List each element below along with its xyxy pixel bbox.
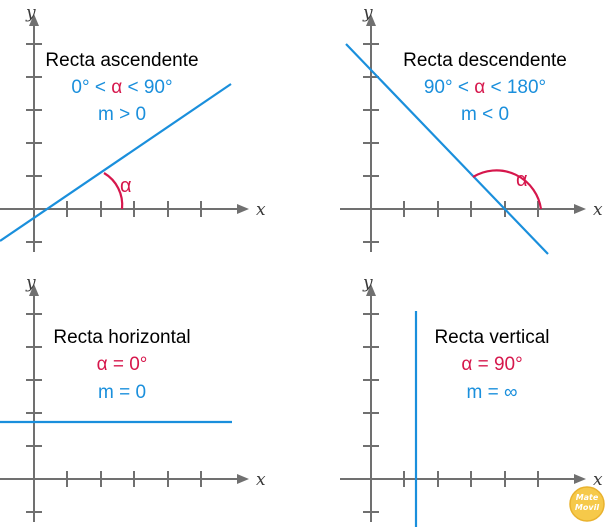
y-axis-arrow-icon bbox=[29, 284, 39, 296]
x-axis-arrow-icon bbox=[237, 204, 249, 214]
slope-condition: m = 0 bbox=[98, 382, 146, 403]
panel-horizontal: y x Recta horizontal α = 0° m = 0 bbox=[0, 273, 266, 522]
y-axis-arrow-icon bbox=[366, 284, 376, 296]
y-axis-arrow-icon bbox=[29, 14, 39, 26]
y-ticks bbox=[363, 313, 379, 513]
logo-text-line1: Mate bbox=[576, 493, 599, 502]
x-axis-arrow-icon bbox=[574, 474, 586, 484]
slope-condition: m < 0 bbox=[461, 104, 509, 125]
y-axis-label: y bbox=[362, 273, 373, 293]
y-axis-label: y bbox=[362, 3, 373, 23]
angle-arc bbox=[103, 172, 124, 210]
y-ticks bbox=[26, 43, 42, 243]
panel-descending: y x α Recta descendente 90° < α < 180° m… bbox=[340, 3, 603, 255]
x-axis-label: x bbox=[256, 200, 266, 220]
y-ticks bbox=[26, 313, 42, 513]
angle-condition: α = 0° bbox=[97, 354, 148, 375]
panel-title: Recta vertical bbox=[434, 327, 549, 348]
x-axis-label: x bbox=[256, 470, 266, 490]
descending-line bbox=[345, 43, 549, 255]
x-axis-label: x bbox=[593, 470, 603, 490]
angle-condition: α = 90° bbox=[461, 354, 522, 375]
x-ticks bbox=[403, 201, 539, 217]
panel-title: Recta ascendente bbox=[45, 50, 198, 71]
angle-label: α bbox=[516, 169, 528, 191]
ascending-line bbox=[0, 83, 232, 242]
angle-label: α bbox=[120, 175, 132, 197]
panel-ascending: y x α Recta ascendente 0° < α < 90° m > … bbox=[0, 3, 266, 252]
x-axis-arrow-icon bbox=[574, 204, 586, 214]
panel-title: Recta descendente bbox=[403, 50, 567, 71]
angle-arc bbox=[472, 169, 543, 210]
x-ticks bbox=[403, 471, 539, 487]
x-ticks bbox=[66, 201, 202, 217]
logo-text-line2: Movil bbox=[575, 503, 599, 512]
y-axis-label: y bbox=[25, 3, 36, 23]
logo-badge-icon bbox=[569, 486, 605, 522]
slope-condition: m = ∞ bbox=[466, 382, 517, 403]
panel-title: Recta horizontal bbox=[53, 327, 190, 348]
slope-condition: m > 0 bbox=[98, 104, 146, 125]
angle-condition: 90° < α < 180° bbox=[424, 77, 546, 98]
y-axis-arrow-icon bbox=[366, 14, 376, 26]
angle-condition: 0° < α < 90° bbox=[71, 77, 172, 98]
y-ticks bbox=[363, 43, 379, 243]
x-ticks bbox=[66, 471, 202, 487]
x-axis-label: x bbox=[593, 200, 603, 220]
y-axis-label: y bbox=[25, 273, 36, 293]
matemovil-logo: Mate Movil bbox=[569, 486, 605, 522]
panel-vertical: y x Recta vertical α = 90° m = ∞ bbox=[340, 273, 603, 527]
x-axis-arrow-icon bbox=[237, 474, 249, 484]
